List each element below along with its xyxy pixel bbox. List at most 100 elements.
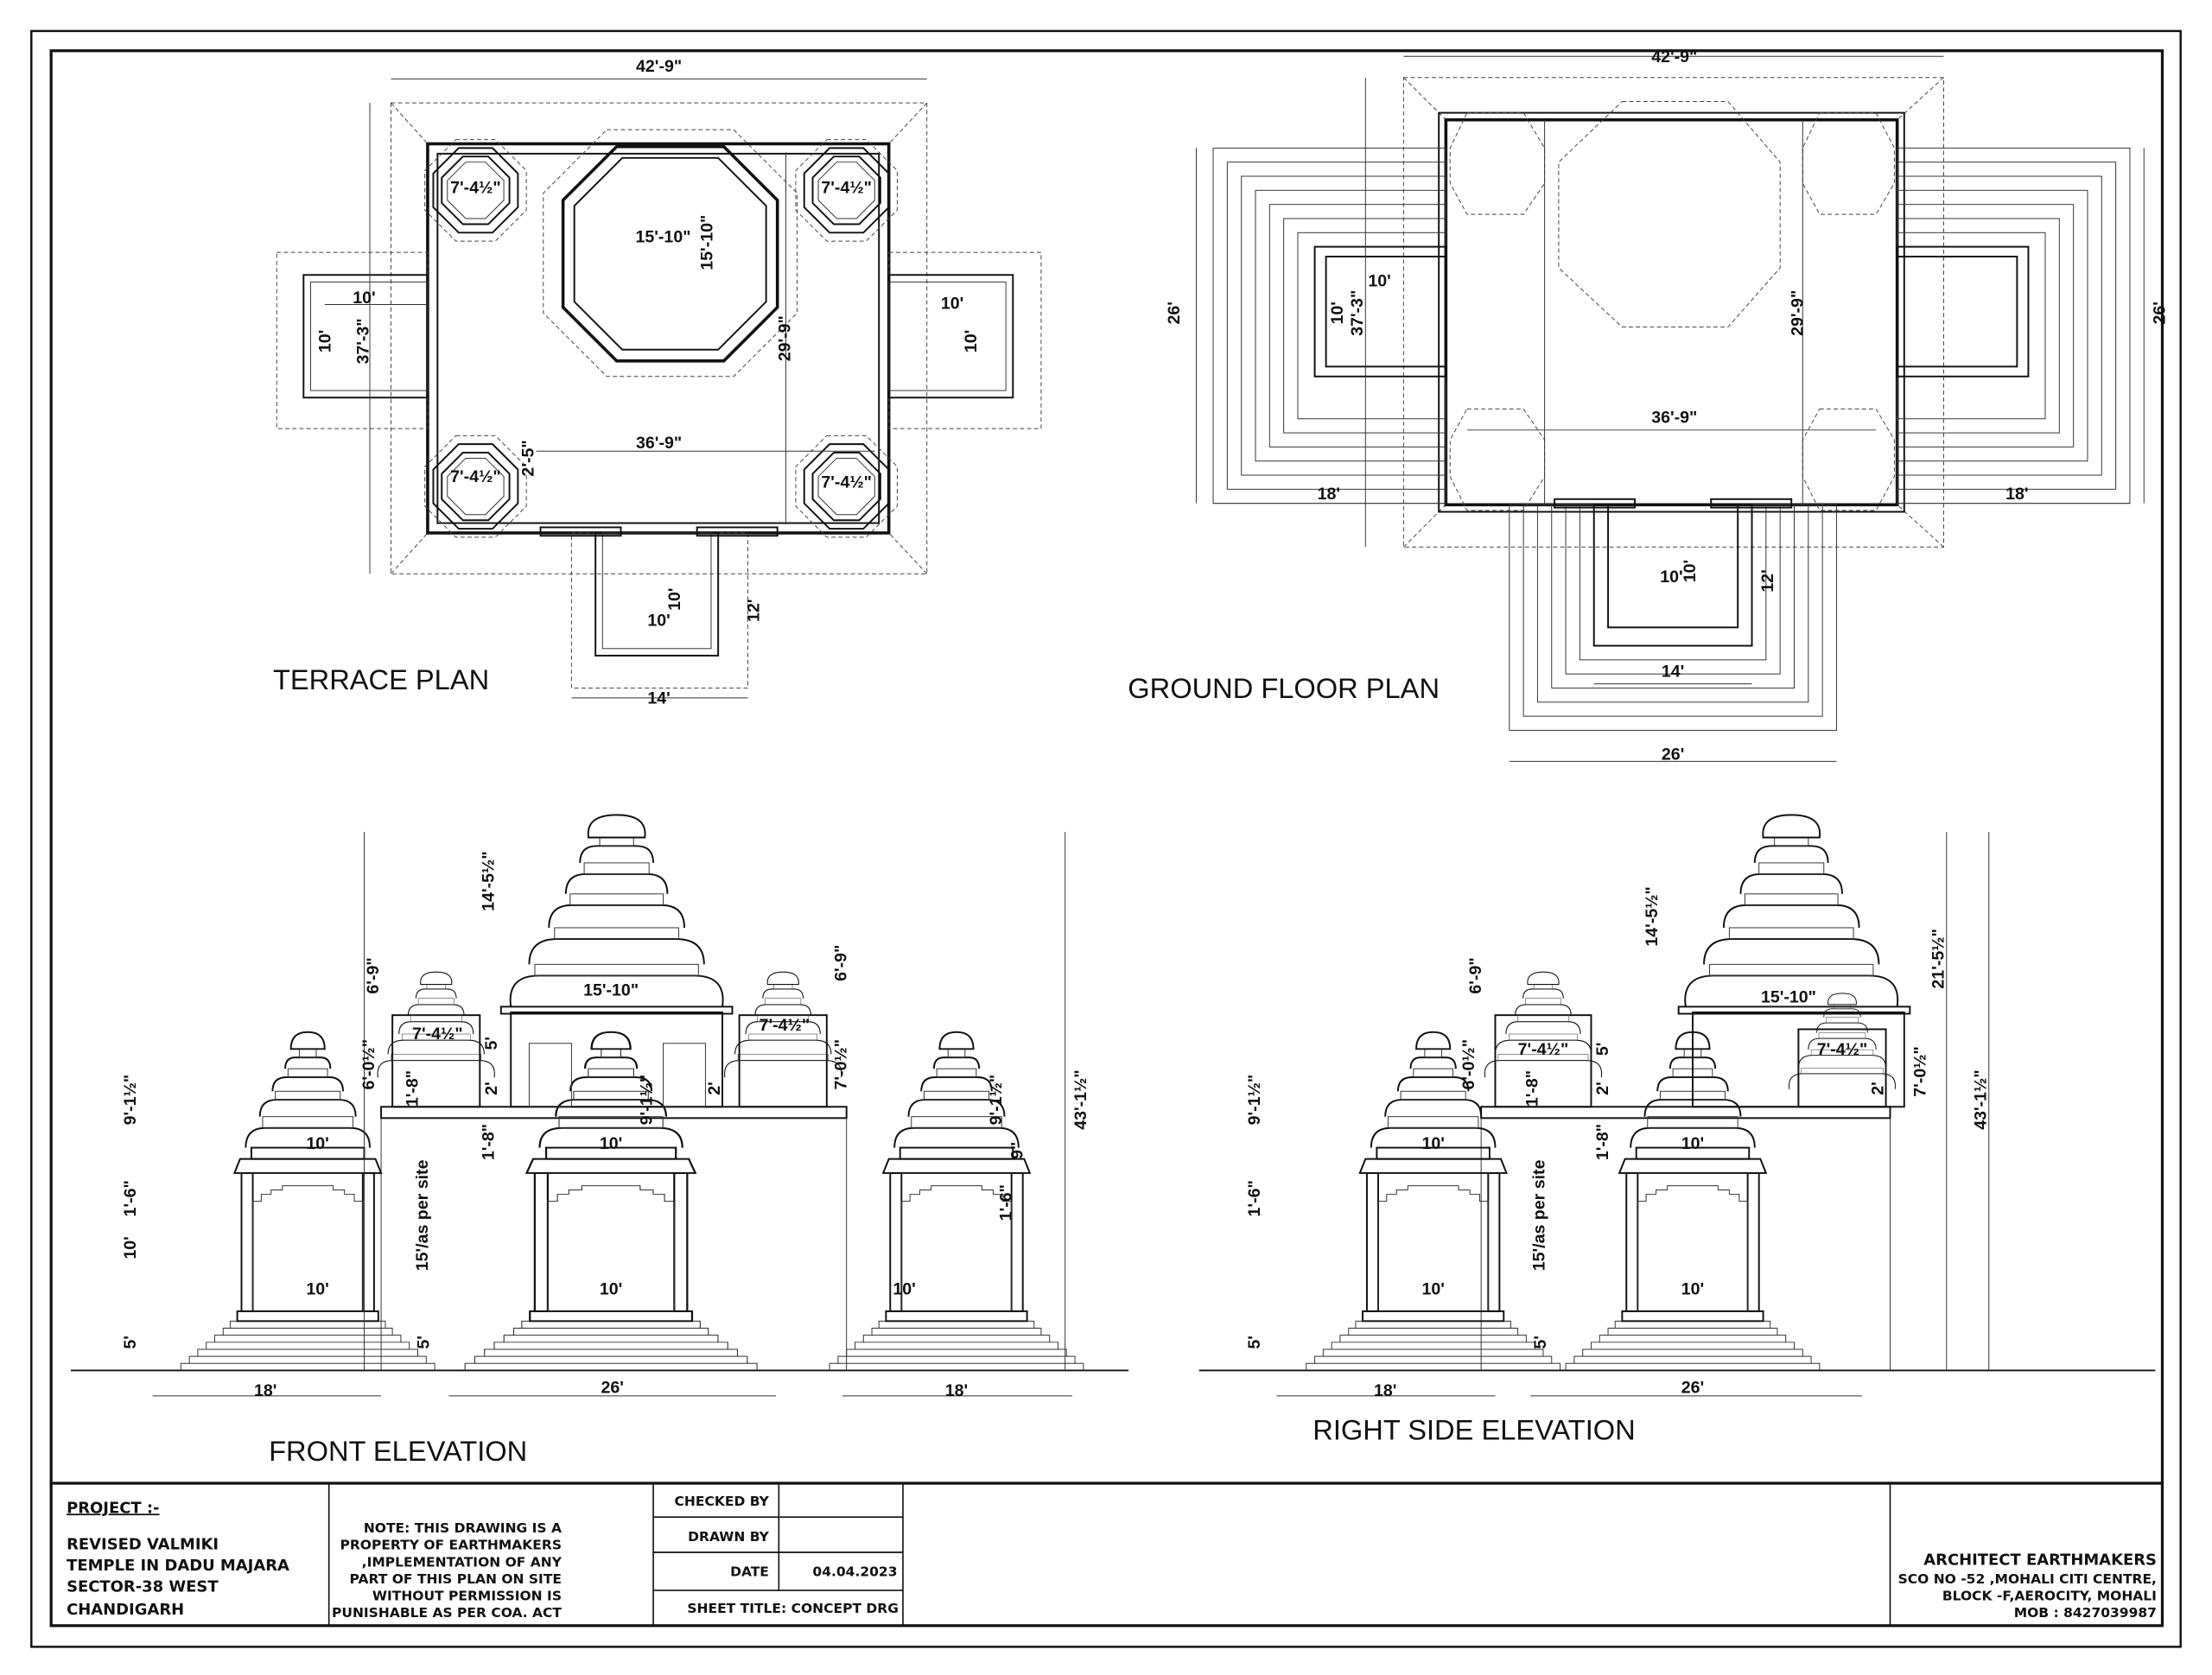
left-porch-width-dim: 10' [353,289,375,308]
front-elevation-title: FRONT ELEVATION [269,1435,527,1467]
dim-label: 10' [121,1236,140,1259]
dim-label: 7'-0½" [1910,1046,1929,1097]
dim-label: 10' [1681,1279,1704,1298]
sanctum-width-dim: 15'-10" [635,228,690,247]
dim-label: 7'-4½" [1518,1040,1569,1059]
sheet-title: SHEET TITLE: CONCEPT DRG [687,1601,899,1616]
ground-floor-plan: 42'-9" 26' 26' 10' 10' 37'-3" 29'-9" 36'… [1128,48,2169,765]
dim-label: 10' [306,1279,328,1298]
right-porch-depth-dim: 10' [962,330,981,352]
front-elevation: 6'-9" 6'-9" 14'-5½" 15'-10" 7'-4½" 7'-4½… [70,814,1129,1467]
dim-label: 15'-10" [1761,987,1816,1006]
dim-label: 15'-10" [583,980,639,999]
firm-address-line: BLOCK -F,AEROCITY, MOHALI [1942,1588,2157,1603]
note-line: NOTE: THIS DRAWING IS A [364,1520,562,1536]
date-value: 04.04.2023 [812,1564,897,1580]
terrace-width-dim: 42'-9" [636,57,682,76]
project-line: SECTOR-38 WEST [67,1578,219,1596]
left-steps [1212,147,1447,504]
project-heading: PROJECT :- [67,1499,159,1517]
left-porch-depth-dim: 10' [1328,301,1347,324]
dim-label: 14'-5½" [480,851,499,910]
dim-label: 10' [1421,1134,1444,1153]
outer-border [30,29,2182,1648]
dim-label: 10' [1681,1134,1704,1153]
dim-label: 10' [306,1134,328,1153]
dim-label: 26' [1681,1379,1704,1398]
dim-label: 6'-9" [1466,957,1485,993]
dim-label: 6'-0½" [1459,1039,1478,1090]
front-porch-outer-dim: 14' [1662,662,1684,681]
checked-by-label: CHECKED BY [675,1494,770,1509]
front-porch-projection-dim: 12' [744,600,763,622]
dim-label: 5' [1593,1043,1612,1056]
firm-address-line: SCO NO -52 ,MOHALI CITI CENTRE, [1898,1571,2157,1587]
inner-border [49,49,2164,1627]
date-label: DATE [730,1564,769,1580]
inner-depth-dim: 29'-9" [775,315,794,361]
corner-room-dim: 7'-4½" [450,179,501,198]
dim-label: 7'-4½" [760,1016,810,1035]
dim-label: 15'/as per site [413,1159,432,1271]
dim-label: 1'-6" [997,1184,1016,1221]
side-elevation-title: RIGHT SIDE ELEVATION [1313,1413,1635,1445]
left-depth-dim: 26' [1165,301,1184,324]
dim-label: 9'-1½" [1245,1075,1264,1126]
depth-total-dim: 37'-3" [1348,290,1367,336]
inner-width-dim: 36'-9" [636,434,682,453]
corner-room-dim: 7'-4½" [821,473,872,492]
dim-label: 7'-0½" [832,1039,851,1090]
terrace-plan-title: TERRACE PLAN [273,663,489,695]
note-line: ,IMPLEMENTATION OF ANY [362,1554,563,1570]
project-line: TEMPLE IN DADU MAJARA [67,1557,289,1575]
dim-label: 5' [121,1336,140,1349]
dim-label: 10' [600,1279,622,1298]
dim-label: 2' [705,1082,724,1095]
dim-label: 21'-5½" [1929,929,1948,988]
sanctum-depth-dim: 15'-10" [698,215,717,270]
firm-phone: MOB : 8427039987 [2014,1605,2157,1621]
dim-label: 1'-8" [404,1070,423,1107]
note-line: WITHOUT PERMISSION IS [372,1588,562,1603]
note-line: PART OF THIS PLAN ON SITE [350,1571,562,1587]
terrace-plan: 42'-9" 7'-4½" 7'-4½" 7'-4½" 7'-4½" 15'-1… [273,57,1042,707]
right-steps-dim: 18' [2005,485,2028,504]
offset-dim: 2'-5" [518,440,537,476]
dim-label: 43'-1½" [1971,1069,1990,1129]
right-steps [1896,147,2131,504]
dim-label: 9" [1008,1142,1027,1159]
note-line: PROPERTY OF EARTHMAKERS [340,1538,562,1553]
corner-room-dim: 7'-4½" [450,467,501,486]
ground-floor-plan-title: GROUND FLOOR PLAN [1128,672,1440,704]
dim-label: 5' [482,1037,501,1050]
dim-label: 5' [1531,1336,1550,1349]
dim-label: 6'-9" [832,945,851,981]
title-block: PROJECT :- REVISED VALMIKI TEMPLE IN DAD… [51,1481,2163,1626]
front-steps [1509,504,1837,731]
ground-width-dim: 42'-9" [1651,48,1697,67]
left-porch-depth-dim: 10' [315,330,334,352]
depth-total-dim: 37'-3" [353,318,372,364]
inner-width-dim: 36'-9" [1651,409,1697,428]
right-depth-dim: 26' [2151,301,2170,324]
dim-label: 7'-4½" [412,1025,463,1044]
dim-label: 7'-4½" [1817,1040,1868,1059]
firm-name: ARCHITECT EARTHMAKERS [1923,1551,2157,1570]
inner-depth-dim: 29'-9" [1788,290,1807,336]
right-porch-width-dim: 10' [941,294,963,313]
dim-label: 5' [1245,1336,1264,1349]
dim-label: 14'-5½" [1643,886,1662,946]
left-steps-dim: 18' [1318,485,1340,504]
dim-label: 15'/as per site [1530,1159,1549,1271]
dim-label: 18' [1374,1381,1396,1400]
dim-label: 2' [1868,1082,1887,1095]
dim-label: 9'-1½" [637,1075,656,1126]
dim-label: 6'-9" [364,957,383,993]
dim-label: 18' [945,1381,968,1400]
dim-label: 5' [415,1336,434,1349]
dim-label: 1'-8" [480,1124,499,1160]
dim-label: 2' [482,1082,501,1095]
drawn-by-label: DRAWN BY [688,1529,770,1545]
dim-label: 43'-1½" [1071,1069,1090,1129]
